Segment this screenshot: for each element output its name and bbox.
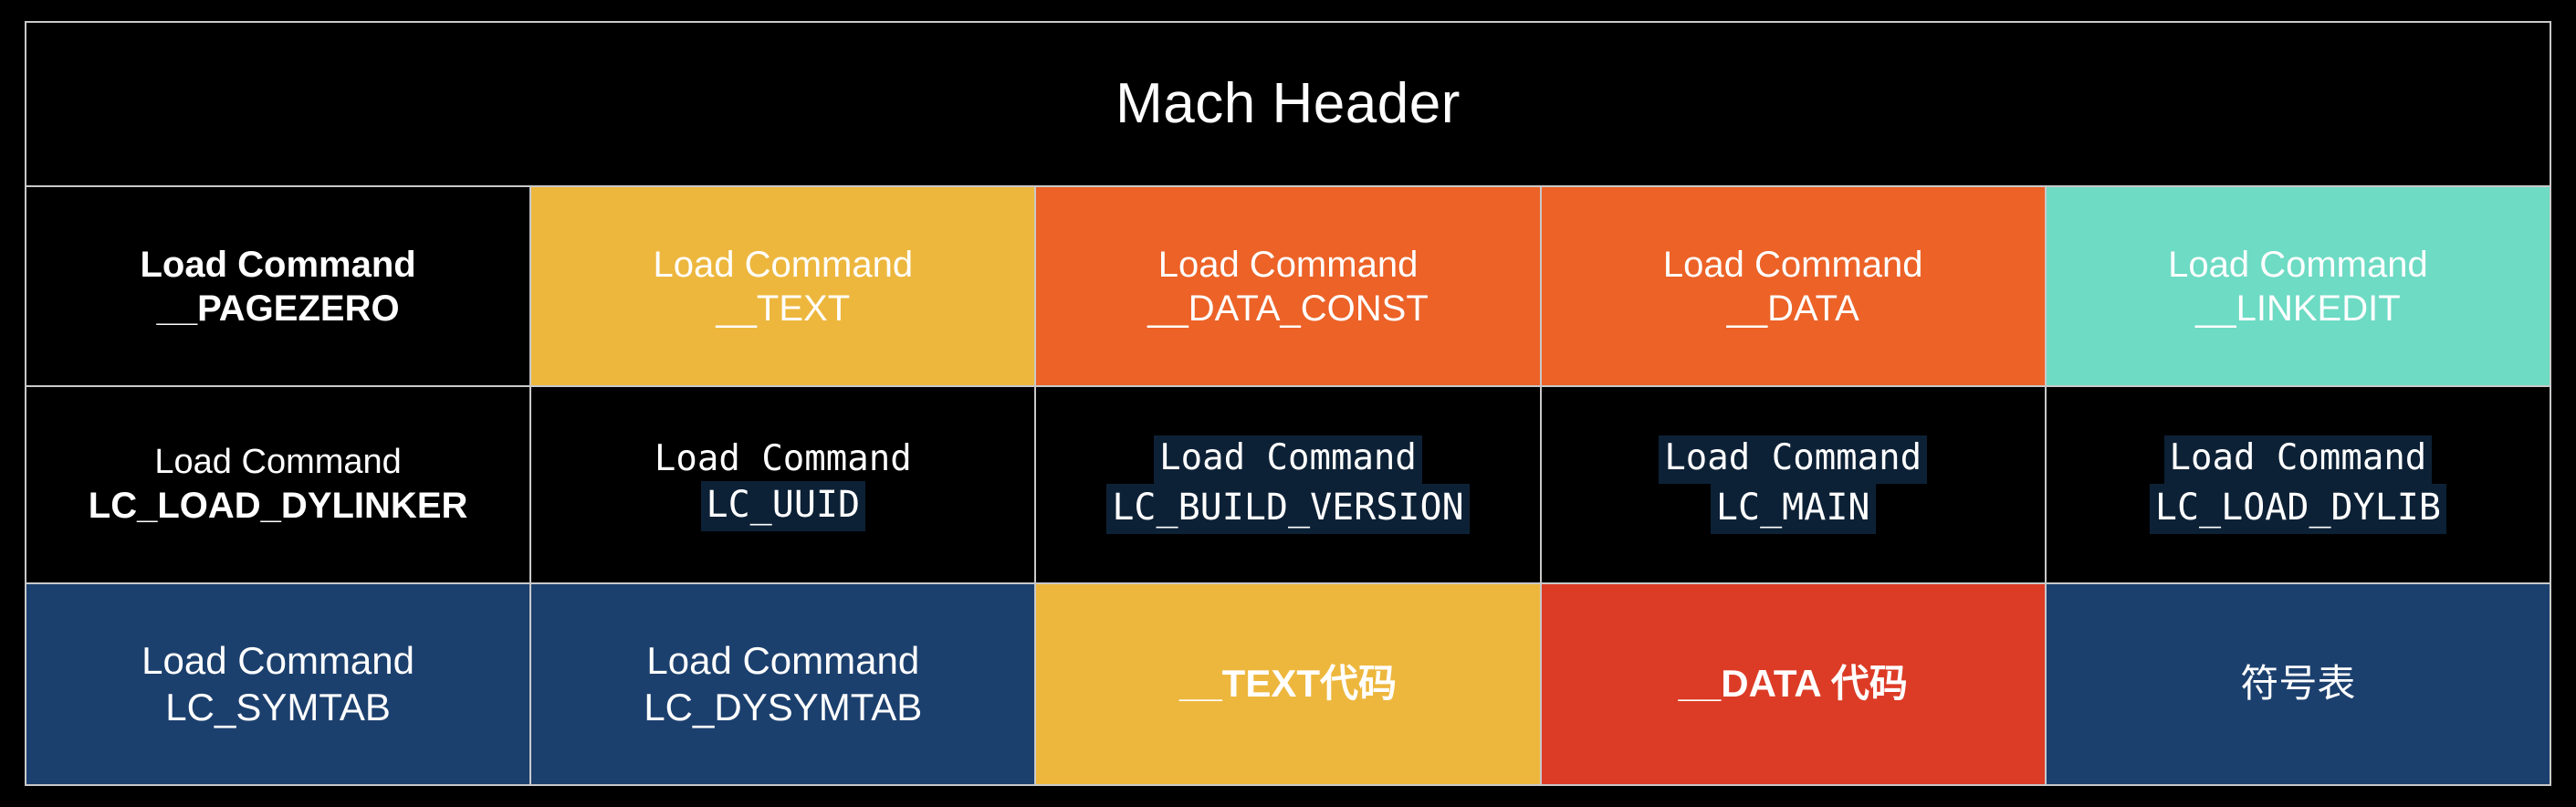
segment-label-line1: Load Command: [2168, 244, 2428, 285]
command-cell-lc-main[interactable]: Load Command LC_MAIN: [1541, 387, 2047, 584]
code-highlight-chip: LC_LOAD_DYLIB: [2149, 484, 2446, 535]
command-label-line1: Load Command: [1154, 435, 1422, 485]
command-label-line2: LC_UUID: [700, 480, 866, 531]
command-cell-lc-build-version[interactable]: Load Command LC_BUILD_VERSION: [1036, 387, 1542, 584]
command-cell-lc-uuid[interactable]: Load Command LC_UUID: [531, 387, 1037, 584]
section-label-line2: LC_SYMTAB: [165, 685, 391, 728]
segment-label-line1: Load Command: [1157, 244, 1419, 285]
mach-o-layout-diagram: Mach Header Load Command __PAGEZERO Load…: [25, 21, 2551, 786]
segment-label-line2: __DATA_CONST: [1147, 288, 1429, 329]
section-label-line1: Load Command: [646, 639, 920, 683]
command-label-line1: Load Command: [154, 443, 402, 482]
command-cell-lc-load-dylib[interactable]: Load Command LC_LOAD_DYLIB: [2046, 387, 2550, 584]
section-label-line2: __DATA 代码: [1678, 662, 1908, 706]
command-label-line2: LC_LOAD_DYLINKER: [88, 485, 468, 526]
command-label-line2: LC_BUILD_VERSION: [1106, 484, 1470, 535]
code-highlight-chip: LC_UUID: [700, 480, 866, 531]
segment-cell-data-const[interactable]: Load Command __DATA_CONST: [1036, 187, 1542, 387]
segment-cell-data[interactable]: Load Command __DATA: [1541, 187, 2047, 387]
segment-cell-text[interactable]: Load Command __TEXT: [531, 187, 1037, 387]
segment-cell-pagezero[interactable]: Load Command __PAGEZERO: [26, 187, 532, 387]
section-label-line1: Load Command: [141, 639, 415, 683]
command-label-line2: LC_MAIN: [1710, 484, 1876, 535]
load-command-row: Load Command LC_LOAD_DYLINKER Load Comma…: [26, 387, 2550, 584]
section-row: Load Command LC_SYMTAB Load Command LC_D…: [26, 584, 2550, 784]
command-label-line1: Load Command: [2163, 435, 2433, 485]
section-cell-lc-symtab[interactable]: Load Command LC_SYMTAB: [26, 584, 532, 784]
segment-label-line1: Load Command: [1662, 244, 1923, 285]
segment-label-line1: Load Command: [140, 244, 416, 285]
command-label-line1: Load Command: [654, 438, 912, 480]
segment-row: Load Command __PAGEZERO Load Command __T…: [26, 187, 2550, 387]
segment-label-line1: Load Command: [653, 244, 914, 285]
command-label-line1: Load Command: [1659, 435, 1928, 485]
segment-label-line2: __DATA: [1726, 288, 1859, 329]
section-cell-text-code[interactable]: __TEXT代码: [1036, 584, 1542, 784]
code-highlight-chip: Load Command: [2163, 435, 2433, 485]
segment-label-line2: __LINKEDIT: [2195, 288, 2401, 329]
section-label-line2: LC_DYSYMTAB: [644, 685, 923, 728]
section-cell-lc-dysymtab[interactable]: Load Command LC_DYSYMTAB: [531, 584, 1037, 784]
page-title: Mach Header: [1115, 72, 1461, 135]
code-highlight-chip: LC_MAIN: [1710, 484, 1876, 535]
code-highlight-chip: Load Command: [1659, 435, 1928, 485]
segment-cell-linkedit[interactable]: Load Command __LINKEDIT: [2046, 187, 2550, 387]
section-label-line2: __TEXT代码: [1178, 662, 1398, 706]
code-highlight-chip: LC_BUILD_VERSION: [1106, 484, 1470, 535]
mach-header-row: Mach Header: [26, 23, 2550, 187]
section-cell-data-code[interactable]: __DATA 代码: [1541, 584, 2047, 784]
segment-label-line2: __TEXT: [716, 288, 851, 329]
command-cell-lc-load-dylinker[interactable]: Load Command LC_LOAD_DYLINKER: [26, 387, 532, 584]
command-label-line2: LC_LOAD_DYLIB: [2149, 484, 2446, 535]
section-label-line2: 符号表: [2240, 662, 2356, 706]
section-cell-symbol-table[interactable]: 符号表: [2046, 584, 2550, 784]
code-highlight-chip: Load Command: [1154, 435, 1422, 485]
segment-label-line2: __PAGEZERO: [156, 288, 400, 329]
